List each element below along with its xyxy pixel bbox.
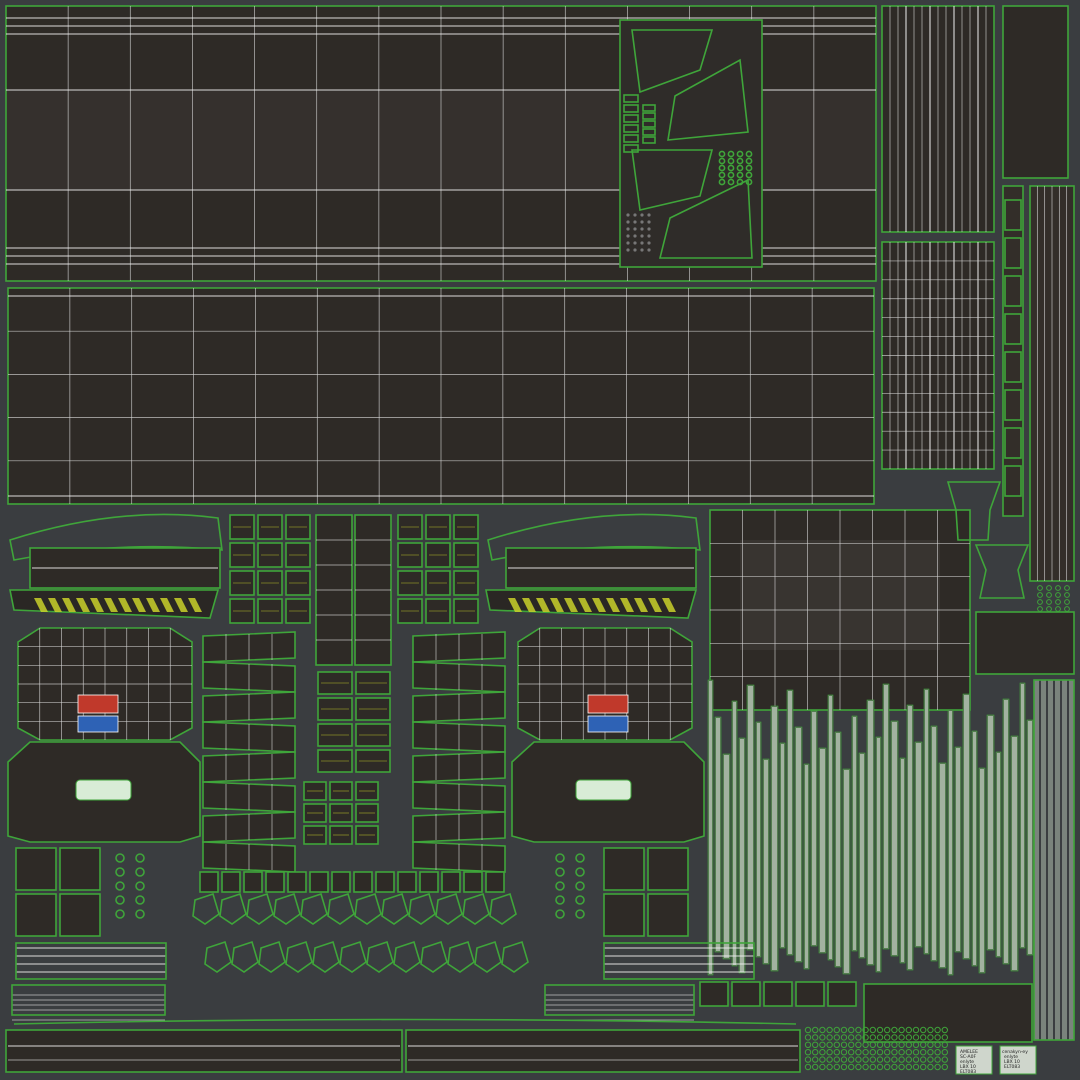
hazard-stripe [34,598,202,612]
wire-strips [889,6,987,232]
decal-text: LBX 10 [960,1064,976,1070]
decal-text: enlyte [1004,1054,1018,1060]
uv-plate-hex-left-lower [7,741,201,843]
decal-text: AMELEE [960,1049,978,1055]
uv-dot-cluster-bottom [804,585,1070,1071]
decal-text: ELT083 [960,1069,976,1075]
wire-strips [882,186,1068,581]
uv-chevron-panels-right [412,631,506,873]
uv-tile-grid-center-right [397,514,479,624]
decal-text: LBX 10 [1004,1059,1020,1065]
uv-panel-small-right [975,611,1075,675]
wire-grid [8,288,874,504]
wire-grid [303,539,391,845]
decal-text: ELT083 [1004,1064,1020,1070]
uv-panel-square-right [709,509,971,711]
uv-quads-bottom-left [15,847,167,980]
uv-chevron-panels-left [202,631,296,873]
wire-grid [710,510,970,710]
uv-cluster-top-inset [619,19,763,268]
uv-part-cups [946,481,1030,599]
uv-decal-plate-a: AMELEE SC-A0F enlyte LBX 10 ELT083 [955,1045,993,1075]
uv-decal-warning-left [77,694,119,733]
uv-decal-warning-right [587,694,629,733]
uv-strip-bottom [5,1029,801,1073]
uv-panel-bottom-right [863,983,1033,1043]
decal-text: cenakyn-ey [1002,1049,1028,1055]
uv-panel-middle-wide [7,287,875,505]
uv-arch-right [485,513,701,619]
uv-arch-left [9,513,223,619]
uv-column-center [303,514,392,845]
uv-quads-bottom-right [603,847,755,980]
uv-strip-field [707,679,1075,1041]
uv-strip-right-middle [881,185,1075,582]
hazard-stripe [508,598,676,612]
small-part-cluster [623,94,753,252]
uv-decal-plate-b: cenakyn-ey enlyte LBX 10 ELT083 [999,1045,1037,1075]
decal-text: enlyte [960,1059,974,1065]
uv-tile-grid-center-left [229,514,311,624]
decal-text: SC-A0F [960,1054,976,1060]
uv-plate-hex-right-lower [511,741,705,843]
uv-plate-hex-left-upper [17,627,193,741]
uv-strip-right-top [881,5,1069,233]
uv-mech-parts [11,853,857,1025]
